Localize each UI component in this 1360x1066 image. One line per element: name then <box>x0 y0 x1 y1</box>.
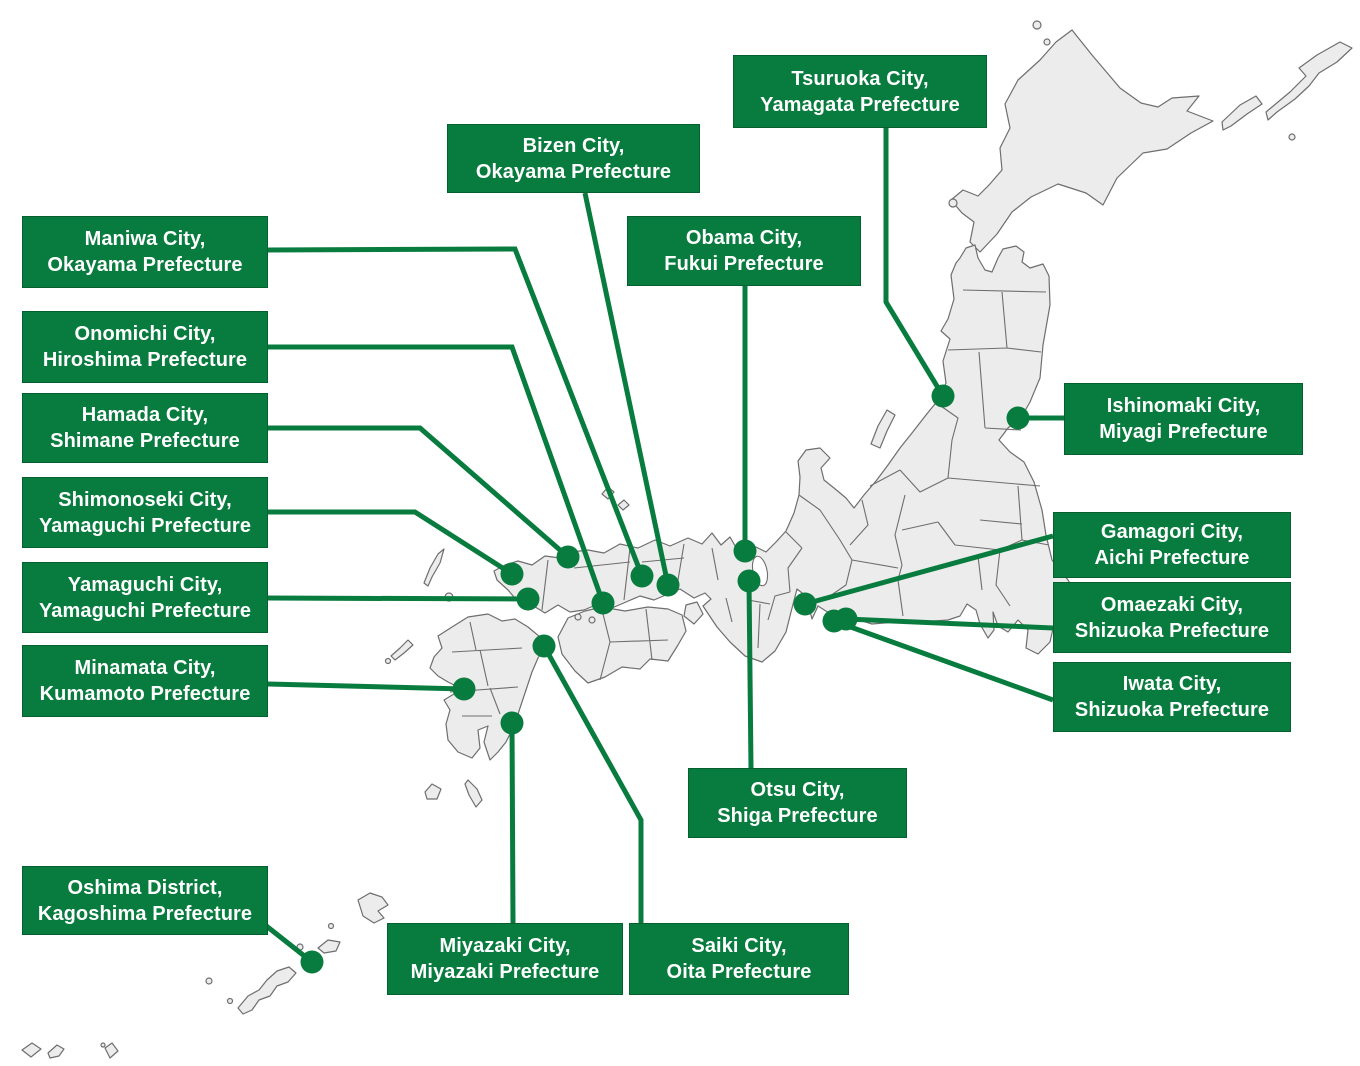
city-marker-dots <box>300 384 1030 974</box>
prefecture-borders-shikoku <box>599 608 669 681</box>
connector-shimonoseki <box>268 509 514 577</box>
connector-omaezaki <box>845 616 1054 631</box>
connector-gamagori <box>804 533 1054 607</box>
island-tsushima <box>423 548 445 587</box>
island-hokkaido <box>950 29 1214 253</box>
dot-yamaguchi <box>516 587 540 611</box>
connector-bizen <box>582 192 671 586</box>
connector-yamaguchi <box>267 595 529 602</box>
dot-obama <box>733 539 757 563</box>
dot-shimonoseki <box>500 562 524 586</box>
dot-onomichi <box>591 591 615 615</box>
japan-landmass <box>21 20 1353 1059</box>
dot-maniwa <box>630 564 654 588</box>
island-okinawa-tiny-1 <box>205 977 213 985</box>
dot-saiki <box>532 634 556 658</box>
dot-oshima <box>300 950 324 974</box>
connector-miyazaki <box>509 722 516 924</box>
dot-tsuruoka <box>931 384 955 408</box>
island-okushiri <box>948 198 958 208</box>
island-goto-small <box>384 657 392 665</box>
island-amami-small <box>327 922 335 930</box>
island-kuril-2 <box>1221 95 1263 131</box>
dot-bizen <box>656 573 680 597</box>
callout-connectors <box>258 128 1064 964</box>
island-yakushima <box>424 783 442 800</box>
dot-minamata <box>452 677 476 701</box>
island-okinawa <box>237 966 297 1015</box>
island-kuril-1 <box>1265 41 1353 121</box>
island-sakishima-1 <box>21 1042 42 1058</box>
connector-minamata <box>267 681 465 692</box>
dot-gamagori <box>793 592 817 616</box>
island-sakishima-2 <box>47 1044 65 1059</box>
island-oki-2 <box>617 499 630 511</box>
island-rishiri <box>1032 20 1042 30</box>
island-small <box>1288 133 1296 141</box>
island-amami <box>357 892 389 924</box>
connector-hamada <box>268 425 570 559</box>
connector-saiki <box>541 644 644 923</box>
dot-ishinomaki <box>1006 406 1030 430</box>
dot-otsu <box>737 569 761 593</box>
island-setouchi-1 <box>574 613 582 621</box>
island-awaji <box>683 601 704 625</box>
connector-tsuruoka <box>883 128 946 398</box>
dot-hamada <box>556 545 580 569</box>
prefecture-borders-kyushu <box>449 621 523 717</box>
island-okinawa-tiny-2 <box>226 997 234 1005</box>
island-sakishima-tiny <box>100 1042 106 1048</box>
island-honshu <box>493 244 1077 663</box>
connector-iwata <box>833 618 1054 703</box>
island-kyushu <box>429 613 545 761</box>
island-sado <box>870 409 896 449</box>
island-rebun <box>1043 38 1051 46</box>
island-shikoku <box>557 606 687 684</box>
island-sakishima-3 <box>104 1042 119 1059</box>
dot-miyazaki <box>500 711 524 735</box>
island-tanegashima <box>464 779 483 808</box>
connector-otsu <box>746 580 754 769</box>
connector-maniwa <box>267 246 645 577</box>
island-setouchi-2 <box>588 616 596 624</box>
island-goto <box>390 639 414 661</box>
island-kikai <box>317 939 341 954</box>
connector-onomichi <box>268 344 606 604</box>
dot-iwata <box>822 609 846 633</box>
